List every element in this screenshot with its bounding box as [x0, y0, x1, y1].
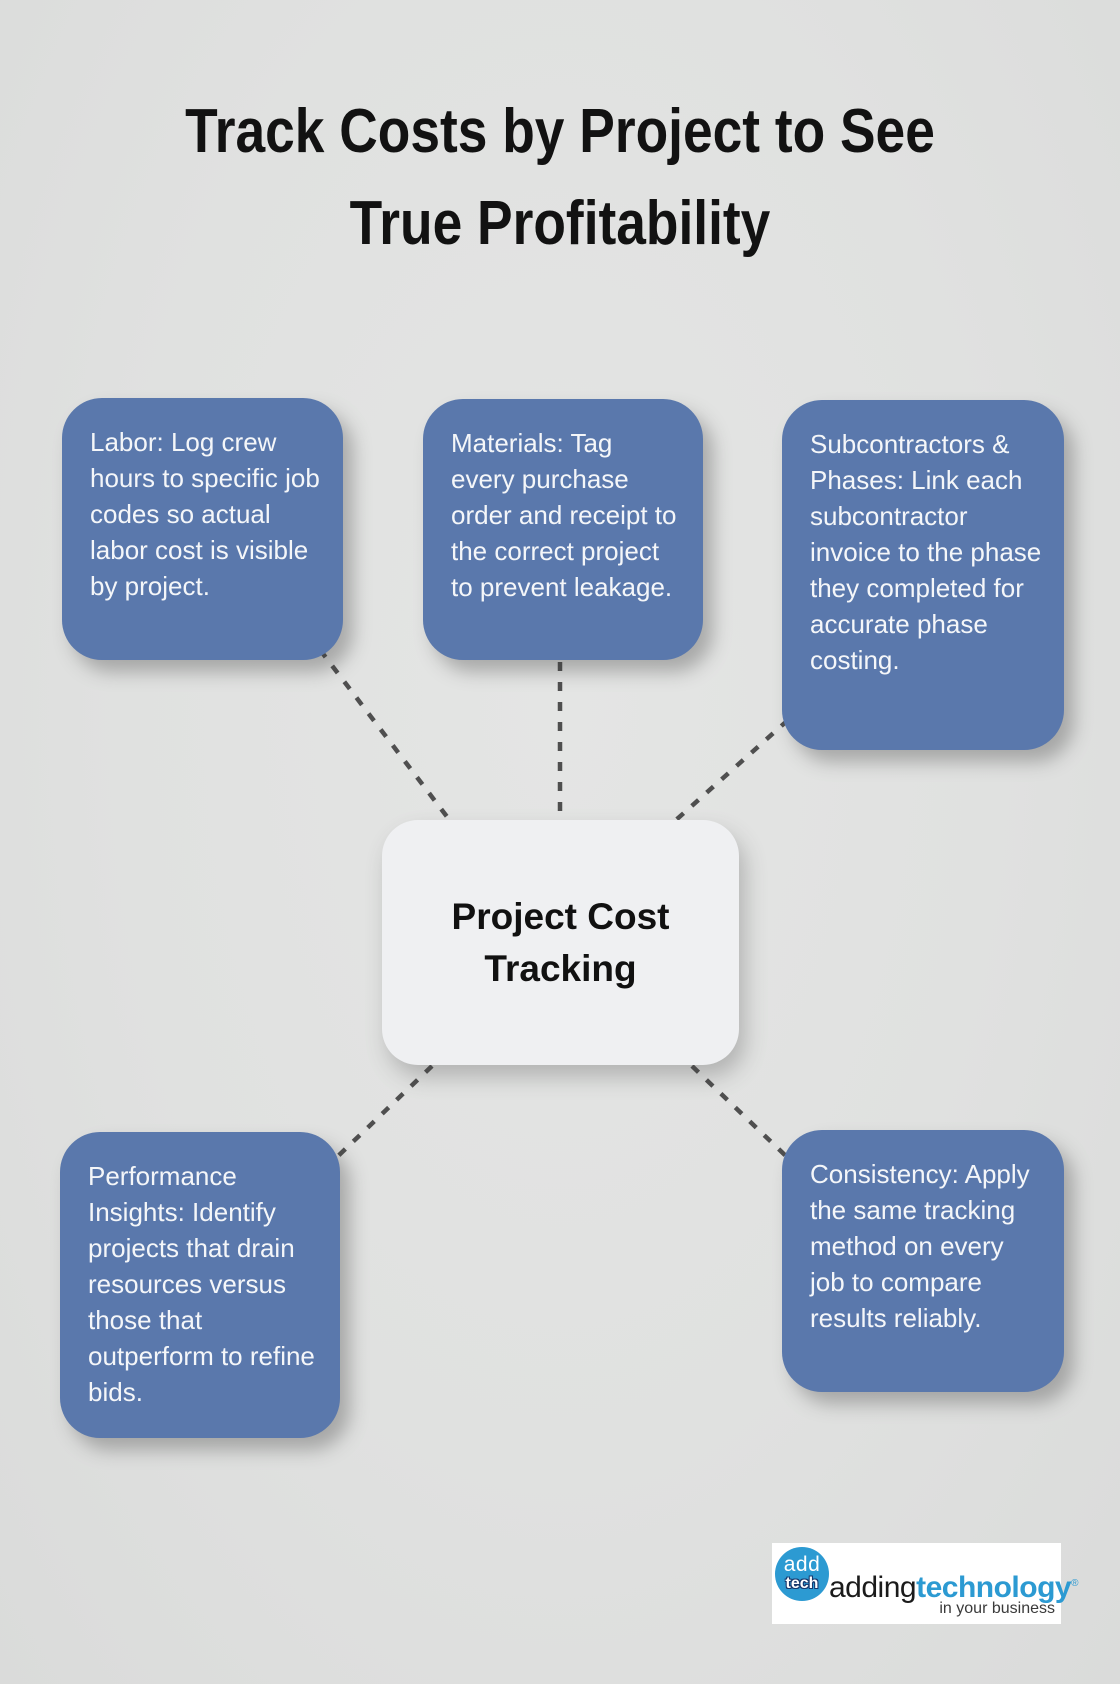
brand-tagline: in your business — [939, 1600, 1055, 1617]
node-subcontractors-text: Subcontractors & Phases: Link each subco… — [810, 429, 1042, 675]
node-materials: Materials: Tag every purchase order and … — [423, 399, 703, 660]
brand-wordmark: addingtechnology® — [829, 1569, 1078, 1603]
connector-line-performance — [334, 1064, 434, 1160]
page-title: Track Costs by Project to See True Profi… — [78, 86, 1041, 270]
connector-line-consistency — [690, 1064, 790, 1160]
node-labor-text: Labor: Log crew hours to specific job co… — [90, 427, 320, 601]
wordmark-technology: technology — [916, 1571, 1072, 1604]
node-labor: Labor: Log crew hours to specific job co… — [62, 398, 343, 660]
node-subcontractors: Subcontractors & Phases: Link each subco… — [782, 400, 1064, 750]
node-performance-text: Performance Insights: Identify projects … — [88, 1161, 315, 1407]
page-title-line-2: True Profitability — [349, 189, 771, 258]
badge-text-tech: tech — [785, 1575, 819, 1592]
page-title-line-1: Track Costs by Project to See — [185, 97, 935, 166]
wordmark-adding: adding — [829, 1571, 917, 1604]
addtech-badge-icon: add tech — [775, 1547, 829, 1601]
node-materials-text: Materials: Tag every purchase order and … — [451, 428, 677, 602]
registered-trademark-icon: ® — [1071, 1578, 1079, 1589]
node-performance-insights: Performance Insights: Identify projects … — [60, 1132, 340, 1438]
badge-text-add: add — [783, 1553, 821, 1576]
connector-line-labor — [306, 632, 450, 820]
node-consistency-text: Consistency: Apply the same tracking met… — [810, 1159, 1030, 1333]
center-node-project-cost-tracking: Project Cost Tracking — [382, 820, 739, 1065]
brand-logo: add tech addingtechnology® in your busin… — [772, 1543, 1078, 1624]
node-consistency: Consistency: Apply the same tracking met… — [782, 1130, 1064, 1392]
center-node-label: Project Cost Tracking — [451, 895, 670, 989]
connector-line-subcontractors — [674, 718, 790, 822]
